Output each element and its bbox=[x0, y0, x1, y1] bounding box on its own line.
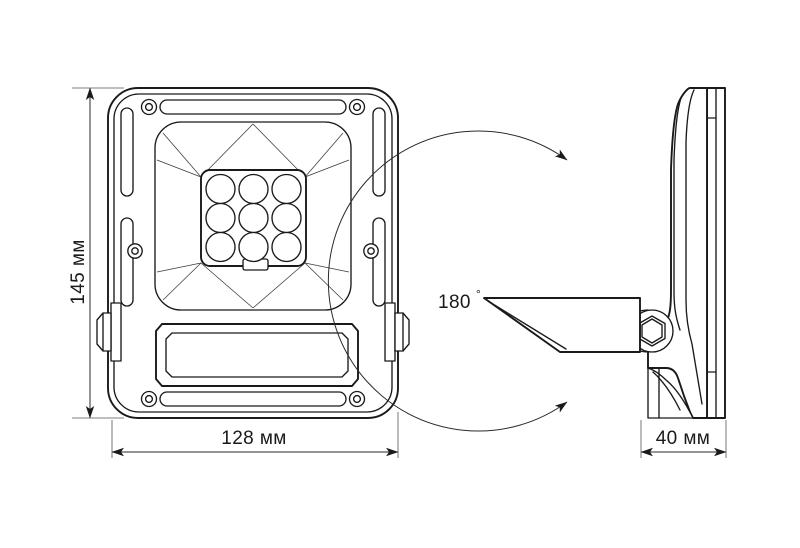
led-8 bbox=[238, 231, 269, 263]
corner-screw-top-left bbox=[140, 98, 158, 116]
front-view bbox=[96, 87, 410, 419]
corner-screw-bottom-right bbox=[348, 390, 366, 408]
dimension-label-depth: 40 мм bbox=[656, 428, 711, 449]
dimension-depth: 40 мм bbox=[640, 420, 727, 458]
mounting-bolt-left bbox=[96, 302, 122, 362]
reflector-cavity bbox=[154, 121, 352, 311]
pivot-hex-bolt bbox=[638, 315, 666, 347]
vent-slot-right-upper bbox=[372, 107, 386, 197]
dimension-label-width: 128 мм bbox=[221, 428, 287, 449]
front-housing-inner-edge bbox=[113, 93, 393, 413]
dimension-label-height: 145 мм bbox=[68, 239, 89, 305]
tilt-angle-value: 180 bbox=[438, 292, 471, 313]
led-array bbox=[205, 173, 302, 263]
vent-slot-bottom bbox=[159, 391, 347, 407]
side-screw-right bbox=[363, 243, 379, 259]
led-1 bbox=[205, 173, 236, 205]
bracket-blade bbox=[483, 297, 641, 353]
vent-slot-right-lower bbox=[372, 217, 386, 307]
mounting-bolt-right bbox=[384, 302, 410, 362]
led-6 bbox=[271, 202, 302, 234]
degree-symbol-icon: ° bbox=[476, 287, 481, 301]
corner-screw-top-right bbox=[348, 98, 366, 116]
led-4 bbox=[205, 202, 236, 234]
led-2 bbox=[238, 173, 269, 205]
side-view bbox=[327, 87, 726, 432]
dimension-height: 145 мм bbox=[68, 87, 124, 419]
vent-slot-left-upper bbox=[120, 107, 134, 197]
vent-slot-top bbox=[159, 99, 347, 115]
dimension-width: 128 мм bbox=[111, 412, 399, 458]
led-5 bbox=[238, 202, 269, 234]
bracket-blade-fold bbox=[487, 300, 567, 350]
annotation-tilt-angle: 180 ° bbox=[438, 287, 481, 313]
reflector-facet-lines bbox=[156, 123, 350, 309]
corner-screw-bottom-left bbox=[140, 390, 158, 408]
side-body-wall-line bbox=[673, 97, 682, 331]
side-body-inner-line bbox=[685, 89, 703, 405]
led-9 bbox=[271, 231, 302, 263]
side-screw-left bbox=[127, 243, 143, 259]
vent-slot-left-lower bbox=[120, 217, 134, 307]
led-7 bbox=[205, 231, 236, 263]
led-3 bbox=[271, 173, 302, 205]
glass-panel bbox=[155, 323, 359, 387]
rotation-arc bbox=[327, 130, 568, 432]
side-body-profile bbox=[647, 87, 708, 419]
